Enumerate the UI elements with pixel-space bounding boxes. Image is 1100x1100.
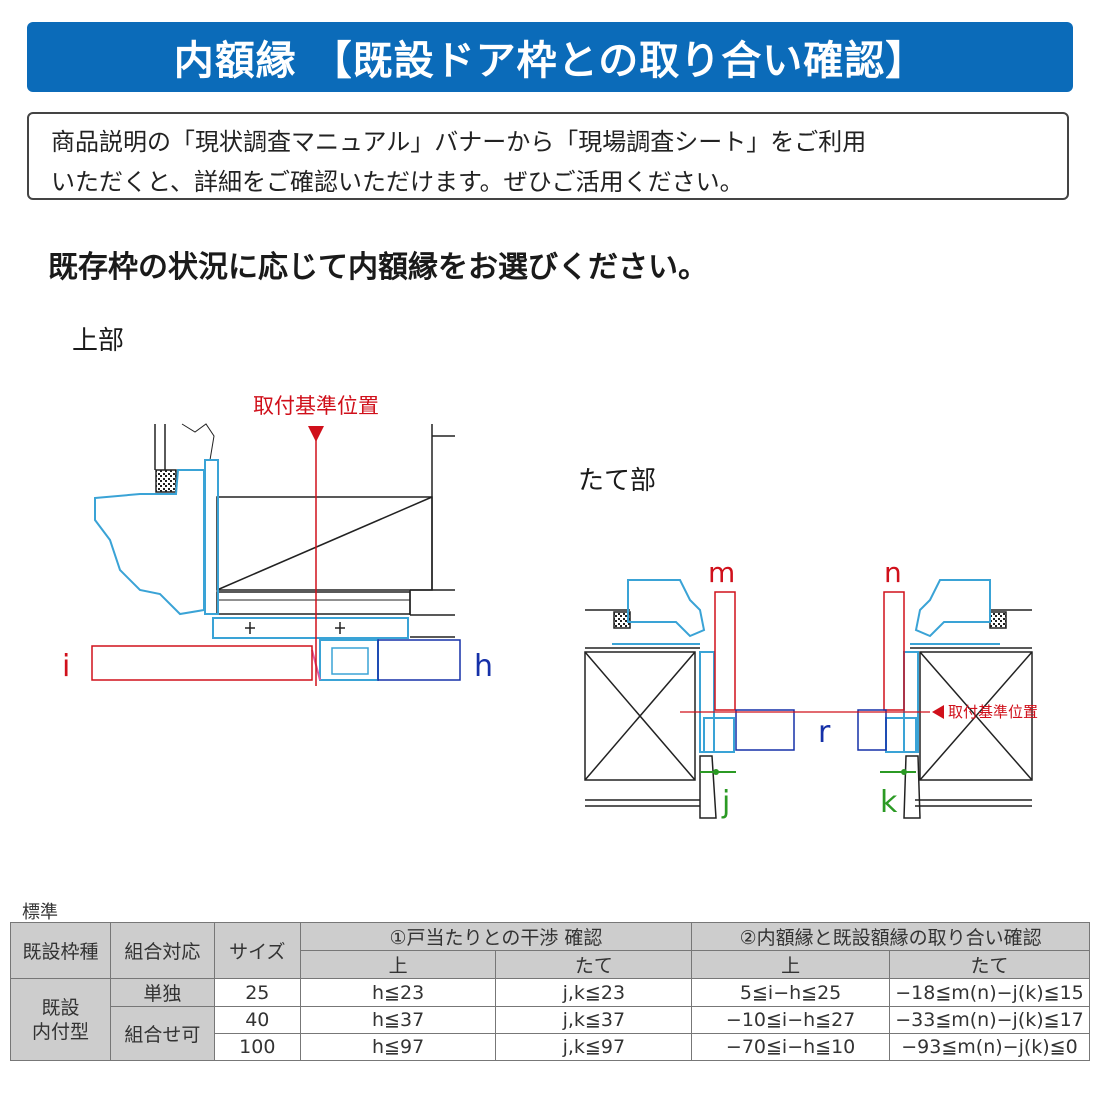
side-reference-label: 取付基準位置 — [948, 703, 1038, 721]
side-section-right-drawing — [885, 579, 1033, 819]
top-section-label: 上部 — [72, 326, 125, 356]
side-fit-cell: −18≦m(n)−j(k)≦15 — [888, 978, 1091, 1007]
header-group1-side: たて — [495, 950, 693, 979]
side-fit-cell: −93≦m(n)−j(k)≦0 — [888, 1033, 1091, 1061]
header-frame-type: 既設枠種 — [10, 922, 111, 979]
top-interference-cell: h≦37 — [299, 1006, 497, 1034]
combo-cell: 組合せ可 — [109, 1006, 215, 1061]
dimension-n-box — [883, 591, 905, 711]
side-interference-cell: j,k≦23 — [495, 978, 693, 1007]
size-cell: 40 — [213, 1006, 301, 1034]
dimension-j-dot — [713, 769, 719, 775]
label-k: k — [880, 785, 898, 820]
header-group2-top: 上 — [691, 950, 890, 979]
header-combo: 組合対応 — [109, 922, 215, 979]
dimension-i-box — [91, 645, 313, 681]
notice-line-2: いただくと、詳細をご確認いただけます。ぜひご活用ください。 — [51, 168, 744, 196]
side-interference-cell: j,k≦97 — [495, 1033, 693, 1061]
size-cell: 100 — [213, 1033, 301, 1061]
notice-box: 商品説明の「現状調査マニュアル」バナーから「現場調査シート」をご利用 いただくと… — [27, 112, 1069, 200]
header-group2-side: たて — [888, 950, 1091, 979]
dimension-h-box — [377, 639, 461, 681]
instruction-text: 既存枠の状況に応じて内額縁をお選びください。 — [48, 250, 708, 285]
header-group1-top: 上 — [299, 950, 497, 979]
frame-diagram: 取付基準位置 i h — [62, 394, 1038, 820]
combo-cell: 単独 — [109, 978, 215, 1007]
title-banner: 内額縁 【既設ドア枠との取り合い確認】 — [27, 22, 1073, 92]
dimension-r-box-right — [857, 709, 887, 751]
label-n: n — [884, 556, 902, 589]
top-fit-cell: −70≦i−h≦10 — [691, 1033, 890, 1061]
top-section-drawing — [94, 423, 455, 681]
label-j: j — [721, 785, 730, 820]
table-row: 100 h≦97 j,k≦97 −70≦i−h≦10 −93≦m(n)−j(k)… — [11, 1033, 1091, 1061]
spec-table: 既設枠種 組合対応 サイズ ①戸当たりとの干渉 確認 ②内額縁と既設額縁の取り合… — [10, 922, 1091, 1061]
top-interference-cell: h≦23 — [299, 978, 497, 1007]
label-h: h — [474, 649, 493, 684]
top-fit-cell: 5≦i−h≦25 — [691, 978, 890, 1007]
side-section-label: たて部 — [578, 466, 657, 496]
top-reference-label: 取付基準位置 — [253, 394, 379, 418]
dimension-r-box-left — [735, 709, 795, 751]
frame-type-cell: 既設 内付型 — [10, 978, 111, 1061]
label-i: i — [62, 649, 70, 684]
top-reference-marker — [308, 426, 324, 442]
header-group-2: ②内額縁と既設額縁の取り合い確認 — [691, 922, 1090, 951]
side-fit-cell: −33≦m(n)−j(k)≦17 — [888, 1006, 1091, 1034]
table-row: 組合せ可 40 h≦37 j,k≦37 −10≦i−h≦27 −33≦m(n)−… — [11, 1006, 1091, 1061]
side-interference-cell: j,k≦37 — [495, 1006, 693, 1034]
dimension-m-box — [714, 591, 736, 711]
page-title: 内額縁 【既設ドア枠との取り合い確認】 — [173, 38, 927, 84]
header-group-1: ①戸当たりとの干渉 確認 — [299, 922, 693, 951]
label-m: m — [708, 556, 735, 589]
table-caption: 標準 — [22, 902, 58, 923]
header-size: サイズ — [213, 922, 301, 979]
side-reference-marker — [932, 705, 944, 719]
top-interference-cell: h≦97 — [299, 1033, 497, 1061]
side-section-left-drawing — [584, 579, 735, 819]
dimension-k-dot — [901, 769, 907, 775]
label-r: r — [818, 715, 831, 750]
table-row: 既設 内付型 単独 25 h≦23 j,k≦23 5≦i−h≦25 −18≦m(… — [10, 978, 1091, 1061]
top-fit-cell: −10≦i−h≦27 — [691, 1006, 890, 1034]
notice-line-1: 商品説明の「現状調査マニュアル」バナーから「現場調査シート」をご利用 — [51, 128, 867, 156]
size-cell: 25 — [213, 978, 301, 1007]
